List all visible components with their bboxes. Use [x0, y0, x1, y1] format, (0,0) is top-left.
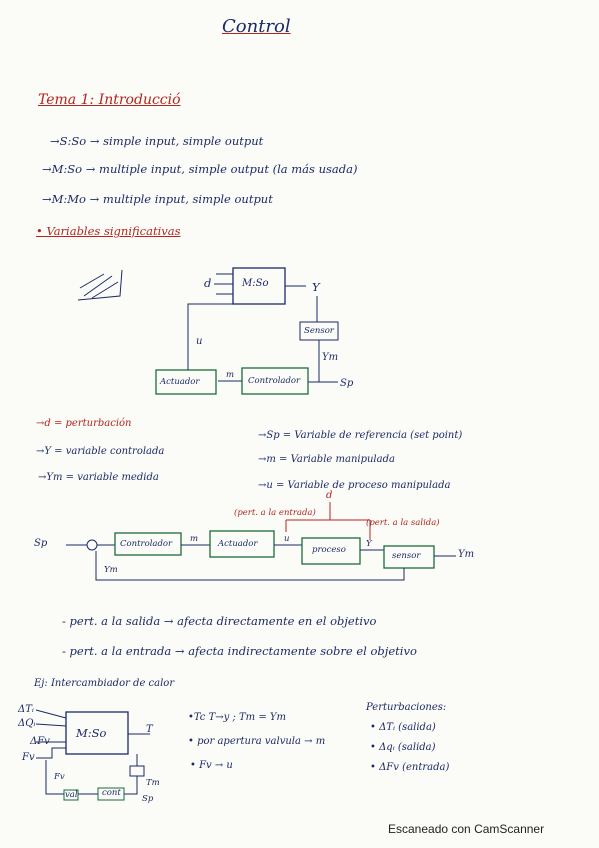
val-label: val [65, 790, 78, 800]
sketch-icon [77, 269, 123, 301]
variables-heading: • Variables significativas [36, 224, 181, 238]
cont-label: cont [102, 788, 121, 798]
y-label: Y [312, 280, 320, 294]
definition-item: →d = perturbación [36, 418, 132, 429]
note-line: - pert. a la salida → afecta directament… [62, 614, 377, 628]
perturbacion-item: • ΔFv (entrada) [370, 762, 450, 773]
fv-label: Fv [54, 772, 65, 782]
sensor-label: sensor [392, 551, 421, 561]
scanner-watermark: Escaneado con CamScanner [388, 822, 545, 836]
d-label: d [204, 276, 212, 290]
controlador-label: Controlador [248, 376, 301, 386]
input-label: ΔQᵢ [18, 718, 36, 729]
pert-entrada-label: (pert. a la entrada) [234, 508, 316, 518]
u-label: u [196, 336, 203, 347]
definition-item: →m = Variable manipulada [258, 454, 395, 465]
sensor-label: Sensor [304, 326, 334, 336]
intro-line: →S:So → simple input, simple output [50, 134, 264, 148]
actuador-label: Actuador [218, 539, 258, 549]
example-title: Ej: Intercambiador de calor [34, 678, 175, 689]
ym-feedback-label: Ym [104, 565, 118, 575]
actuador-label: Actuador [160, 377, 200, 387]
example-line: •Tc T→y ; Tm = Ym [188, 712, 286, 723]
controlador-label: Controlador [120, 539, 173, 549]
miso-label: M:So [242, 278, 269, 289]
miso-label: M:So [76, 726, 107, 740]
input-label: ΔTᵢ [18, 704, 34, 715]
sp-label: Sp [340, 378, 354, 389]
ym-out-label: Ym [458, 549, 475, 560]
perturbaciones-title: Perturbaciones: [366, 702, 447, 713]
definition-item: →Ym = variable medida [38, 472, 159, 483]
proceso-label: proceso [312, 545, 346, 555]
sp-input-label: Sp [34, 538, 48, 549]
perturbacion-item: • Δqᵢ (salida) [370, 742, 436, 753]
perturbacion-item: • ΔTᵢ (salida) [370, 722, 436, 733]
ym-label: Ym [322, 352, 339, 363]
y-label: Y [366, 539, 372, 549]
definition-item: →Y = variable controlada [36, 446, 165, 457]
example-line: • Fv → u [190, 760, 233, 771]
input-label: Fv [22, 752, 35, 763]
m-label: m [226, 370, 235, 380]
tm-label: Tm [146, 778, 160, 788]
d-label: d [326, 490, 333, 501]
intro-line: →M:So → multiple input, simple output (l… [42, 162, 358, 176]
note-line: - pert. a la entrada → afecta indirectam… [62, 644, 417, 658]
t-label: T [146, 724, 153, 735]
topic-heading: Tema 1: Introducció [38, 92, 181, 108]
input-label: ΔFv [30, 736, 50, 747]
page-title: Control [222, 16, 291, 37]
intro-line: →M:Mo → multiple input, simple output [42, 192, 273, 206]
m-label: m [190, 534, 199, 544]
sp-label: Sp [142, 794, 154, 804]
example-line: • por apertura valvula → m [188, 736, 326, 747]
definition-item: →u = Variable de proceso manipulada [258, 480, 451, 491]
definition-item: →Sp = Variable de referencia (set point) [258, 430, 463, 441]
pert-salida-label: (pert. a la salida) [366, 518, 440, 528]
u-label: u [284, 534, 290, 544]
